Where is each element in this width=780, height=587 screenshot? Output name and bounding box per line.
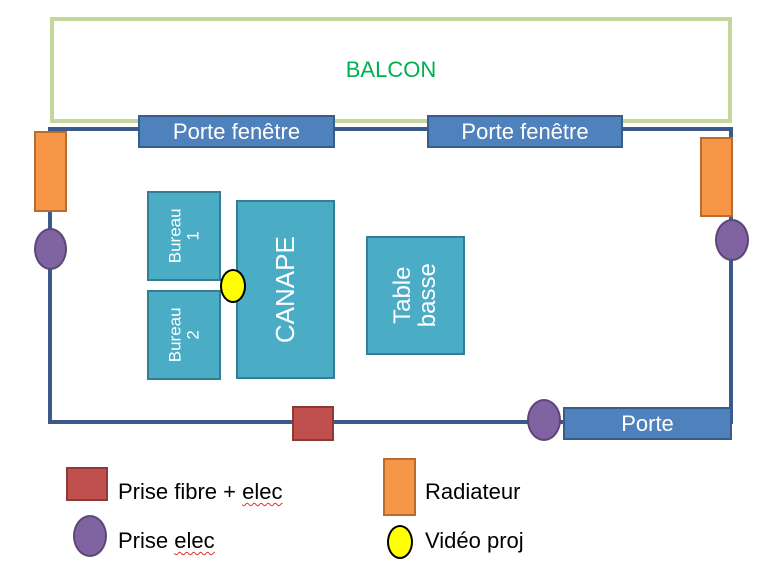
desk-1-label-line2: 1 (182, 231, 202, 241)
radiator-left (34, 131, 67, 212)
outlet-bottom (527, 399, 561, 441)
outlet-left (34, 228, 67, 270)
legend-fibre-label: Prise fibre + elec (118, 479, 283, 504)
room-wall-left (48, 127, 52, 424)
coffee-table-label-line1: Table (389, 266, 417, 325)
room-wall-top (49, 127, 733, 131)
room-wall-right (729, 127, 733, 424)
legend-outlet-label: Prise elec (118, 528, 215, 553)
balcony-label: BALCON (345, 57, 437, 82)
desk-1-label-line1: Bureau (165, 208, 185, 264)
fibre-outlet (292, 406, 334, 441)
desk-2-label-line2: 2 (182, 330, 202, 340)
french-window-right: Porte fenêtre (427, 115, 623, 148)
french-window-left: Porte fenêtre (138, 115, 335, 148)
desk-2-label-line1: Bureau (165, 307, 185, 363)
desk-1: Bureau 1 (147, 191, 221, 281)
desk-2: Bureau 2 (147, 290, 221, 380)
legend-projector-swatch (387, 525, 413, 559)
outlet-right (715, 219, 749, 261)
radiator-right (700, 137, 733, 217)
video-projector (220, 269, 246, 303)
legend-radiator-swatch (383, 458, 416, 516)
sofa-label: CANAPE (269, 236, 300, 343)
coffee-table-label-line2: basse (414, 263, 442, 328)
legend-outlet-swatch (73, 515, 107, 557)
legend-fibre-swatch (66, 467, 108, 501)
sofa: CANAPE (236, 200, 335, 379)
legend-radiator-label: Radiateur (425, 479, 521, 504)
balcony-area (50, 17, 732, 123)
coffee-table: Table basse (366, 236, 465, 355)
legend-projector-label: Vidéo proj (425, 528, 524, 553)
door: Porte (563, 407, 732, 440)
